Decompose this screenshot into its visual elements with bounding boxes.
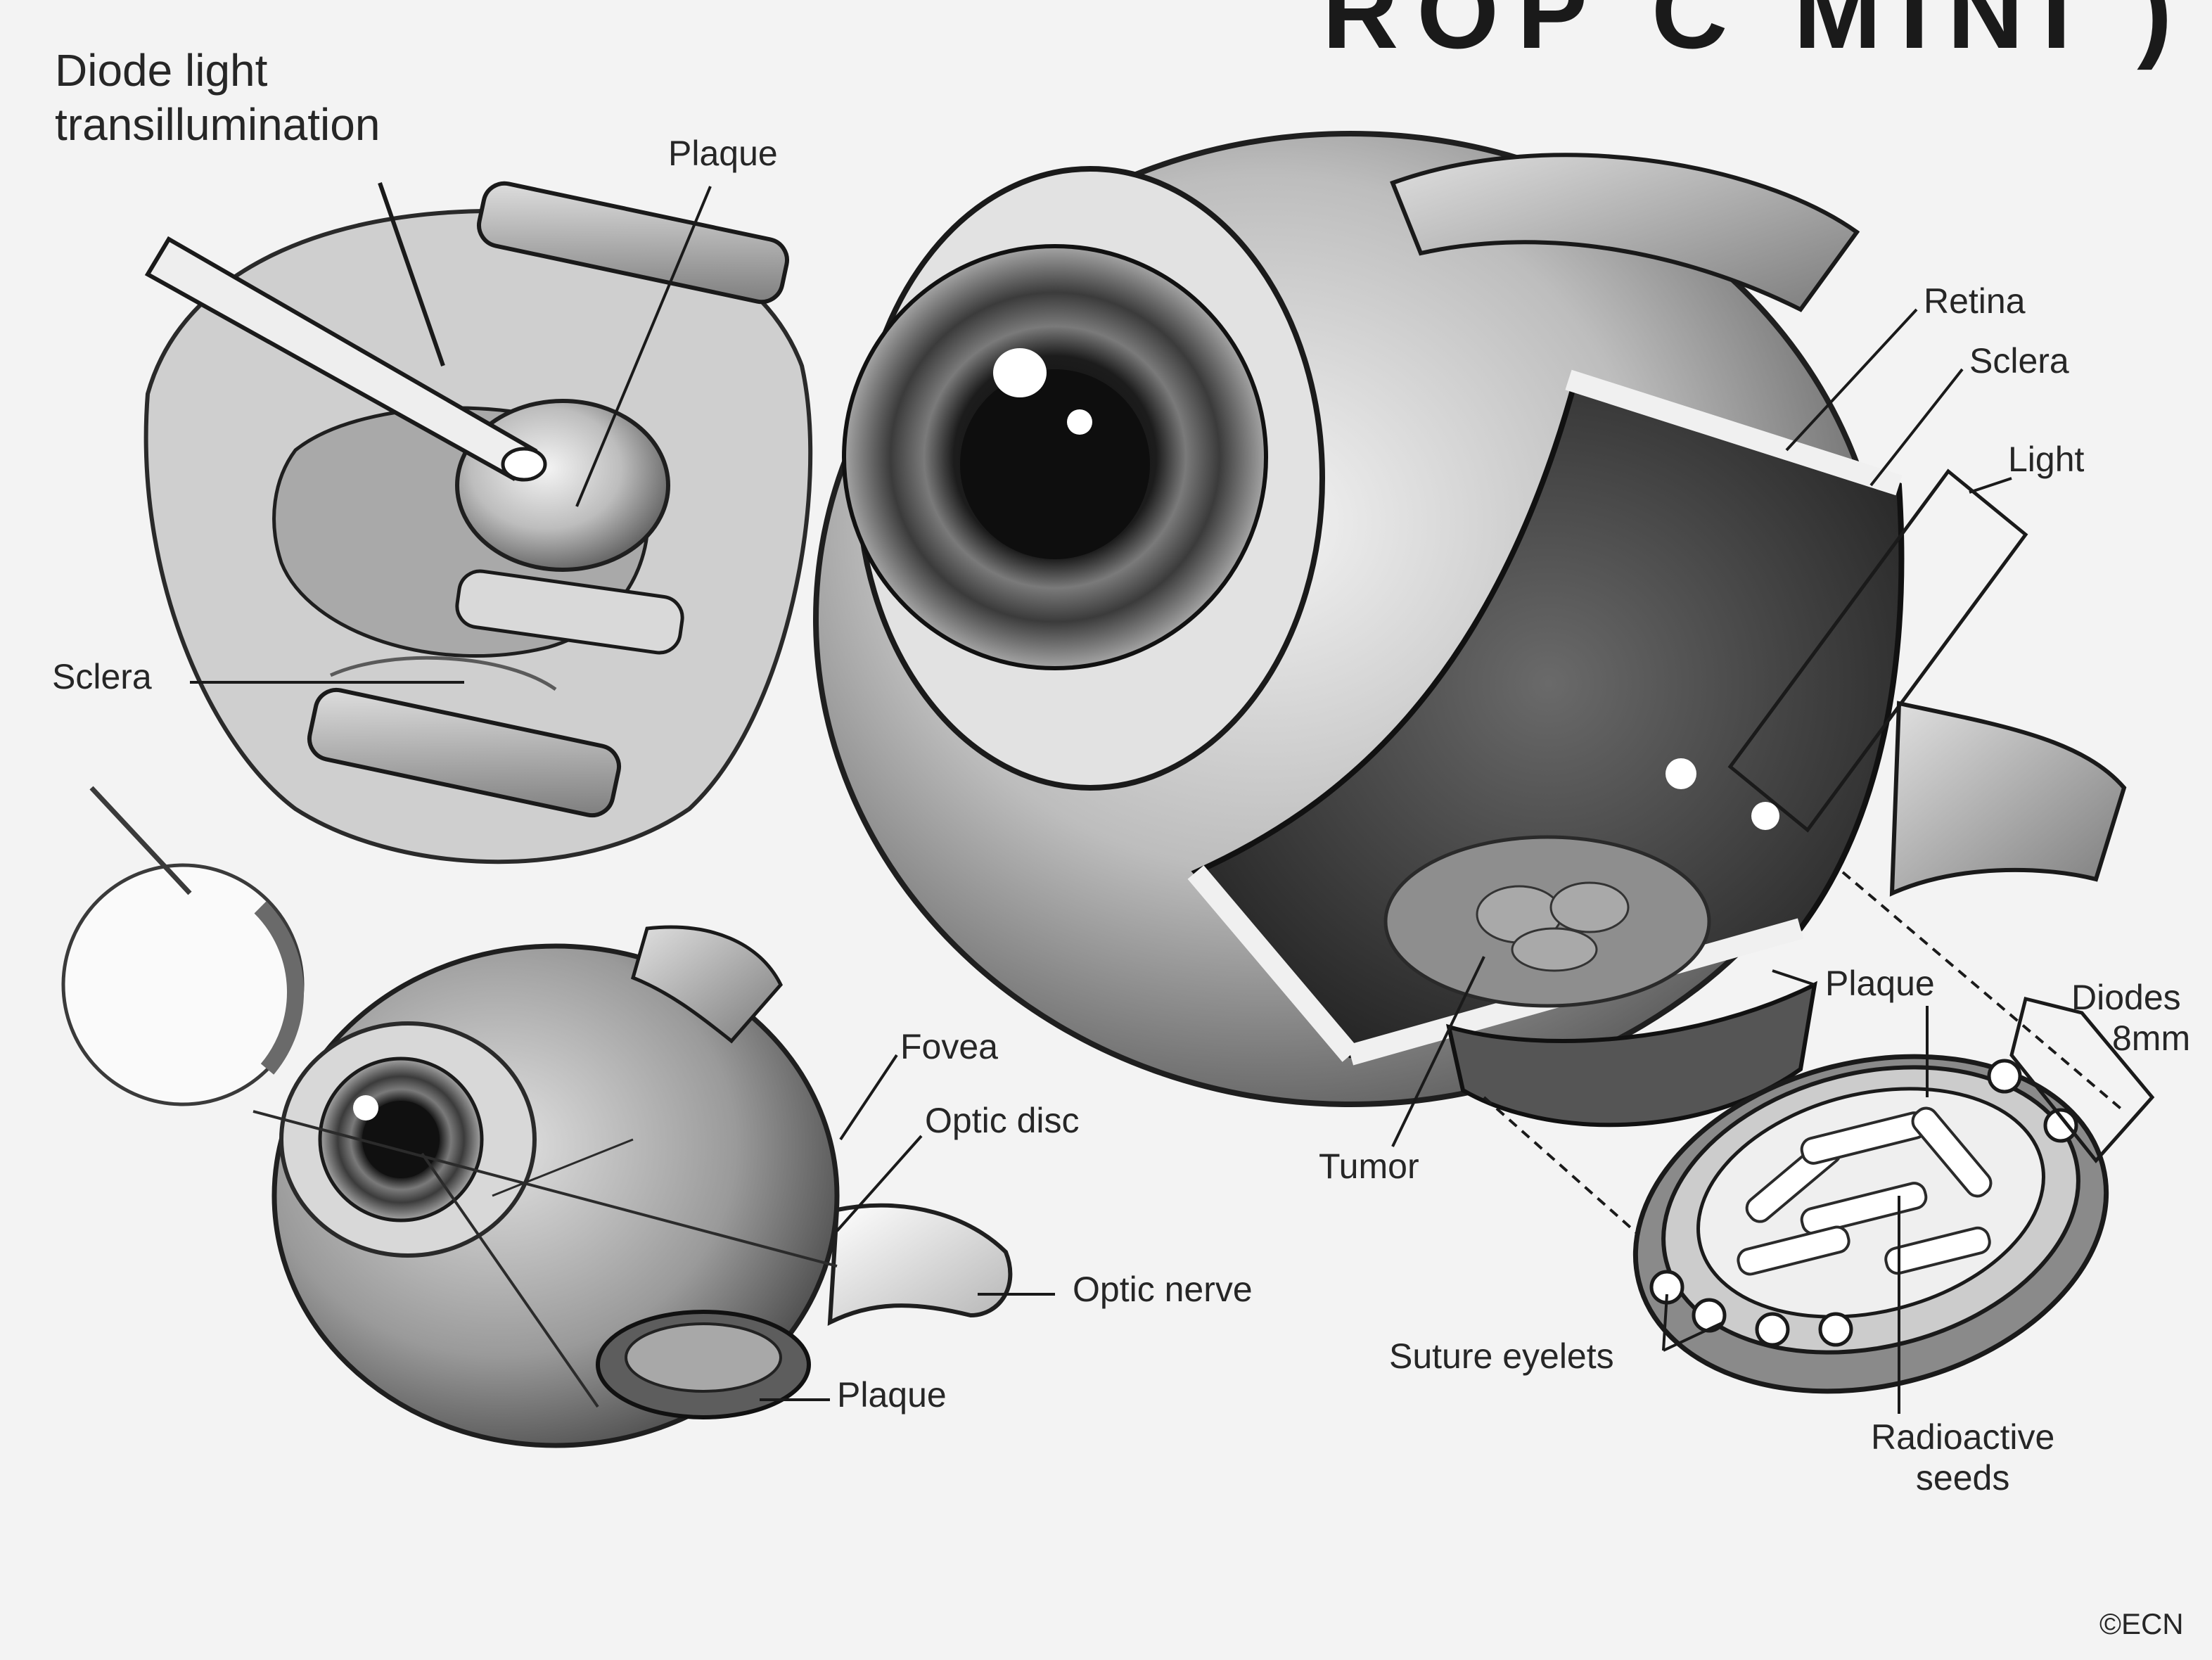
label-plaque-posterior: Plaque <box>837 1375 947 1416</box>
label-radioactive-line2: seeds <box>1871 1458 2054 1499</box>
label-tumor: Tumor <box>1319 1147 1419 1187</box>
label-light: Light <box>2008 440 2084 480</box>
label-diodes: Diodes 8mm <box>2071 978 2190 1059</box>
label-fovea: Fovea <box>900 1027 998 1068</box>
label-plaque-surgery: Plaque <box>668 134 778 174</box>
transillumination-title-line1: Diode light <box>55 44 380 98</box>
posterior-eye-drawing <box>253 927 1010 1445</box>
copyright-mark: ©ECN <box>2099 1607 2184 1641</box>
lens-drawing <box>63 788 302 1104</box>
label-sclera-cutaway: Sclera <box>1969 341 2069 382</box>
label-plaque-cutaway: Plaque <box>1825 964 1935 1004</box>
transillumination-title: Diode light transillumination <box>55 44 380 152</box>
transillumination-title-line2: transillumination <box>55 98 380 152</box>
label-sclera-surgery: Sclera <box>52 657 152 698</box>
label-retina: Retina <box>1924 281 2026 322</box>
label-suture-eyelets: Suture eyelets <box>1389 1336 1614 1377</box>
label-radioactive-line1: Radioactive <box>1871 1417 2054 1458</box>
label-diodes-line1: Diodes <box>2071 978 2190 1019</box>
surgical-field-drawing <box>146 179 811 862</box>
label-radioactive-seeds: Radioactive seeds <box>1871 1417 2054 1498</box>
label-optic-nerve: Optic nerve <box>1073 1270 1253 1310</box>
label-optic-disc: Optic disc <box>925 1101 1080 1142</box>
label-diodes-size: 8mm <box>2071 1019 2190 1059</box>
